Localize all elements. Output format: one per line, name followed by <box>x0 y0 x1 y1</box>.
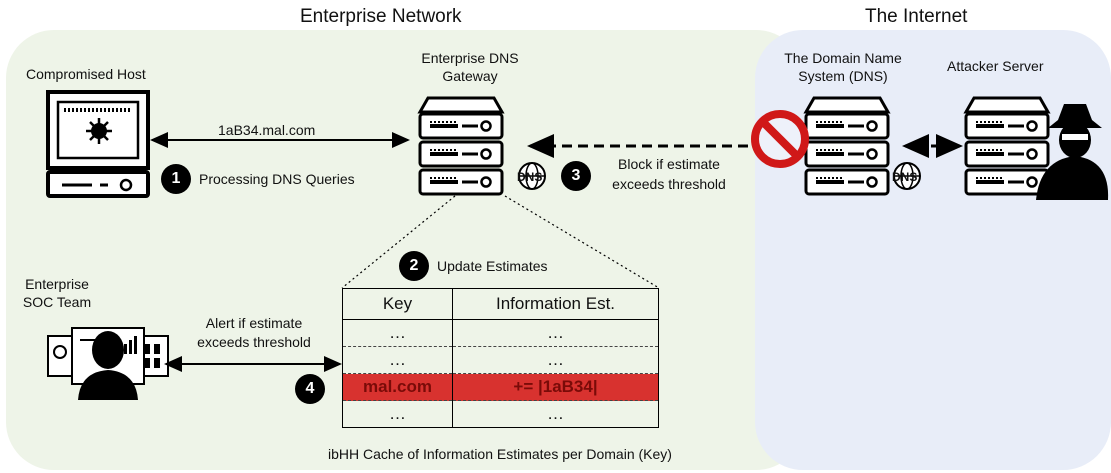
zoom-line-right <box>504 195 660 289</box>
soc-label-line2: SOC Team <box>22 294 92 310</box>
soc-team-icon <box>47 327 169 400</box>
internet-title: The Internet <box>865 6 968 27</box>
compromised-host-label: Compromised Host <box>26 66 146 82</box>
compromised-host-icon <box>46 90 150 198</box>
estimate-cell: … <box>452 346 659 374</box>
key-cell: … <box>342 400 453 428</box>
alert-label-line1: Alert if estimate <box>205 315 303 331</box>
table-row: … … <box>342 319 659 347</box>
enterprise-network-title: Enterprise Network <box>300 6 462 27</box>
step-3-badge: 3 <box>561 161 591 191</box>
cache-table: Key Information Est. … … … … mal.com += … <box>342 288 659 428</box>
key-cell: … <box>342 346 453 374</box>
gateway-label-line1: Enterprise DNS <box>421 50 519 66</box>
gateway-dns-badge: DNS <box>517 170 543 184</box>
enterprise-gateway-server-icon <box>420 98 502 194</box>
dns-system-label-line1: The Domain Name <box>784 50 902 66</box>
estimate-cell: … <box>452 319 659 347</box>
attacker-server-label: Attacker Server <box>947 58 1044 74</box>
key-header: Key <box>342 288 453 320</box>
block-label-line1: Block if estimate <box>618 156 720 172</box>
table-row: … … <box>342 400 659 428</box>
estimate-header: Information Est. <box>452 288 659 320</box>
block-sign-icon <box>751 110 809 168</box>
step-1-label: Processing DNS Queries <box>199 171 355 187</box>
table-row: … … <box>342 346 659 374</box>
key-cell-highlighted: mal.com <box>342 373 453 401</box>
dns-system-label-line2: System (DNS) <box>798 68 888 84</box>
query-domain-label: 1aB34.mal.com <box>218 122 316 138</box>
block-label-line2: exceeds threshold <box>612 176 726 192</box>
soc-label-line1: Enterprise <box>25 276 89 292</box>
key-cell: … <box>342 319 453 347</box>
gateway-label-line2: Gateway <box>442 68 498 84</box>
cache-caption: ibHH Cache of Information Estimates per … <box>328 446 672 462</box>
step-2-badge: 2 <box>399 251 429 281</box>
estimate-cell-highlighted: += |1aB34| <box>452 373 659 401</box>
attacker-spy-icon <box>1036 104 1109 200</box>
estimate-cell: … <box>452 400 659 428</box>
dns-system-badge: DNS <box>892 170 918 184</box>
zoom-line-left <box>341 195 456 289</box>
step-2-label: Update Estimates <box>437 258 548 274</box>
step-4-badge: 4 <box>295 374 325 404</box>
alert-label-line2: exceeds threshold <box>197 334 311 350</box>
table-header-row: Key Information Est. <box>342 288 659 320</box>
attacker-server-icon <box>966 98 1048 194</box>
table-row-highlighted: mal.com += |1aB34| <box>342 373 659 401</box>
step-1-badge: 1 <box>161 164 191 194</box>
dns-system-server-icon <box>806 98 888 194</box>
